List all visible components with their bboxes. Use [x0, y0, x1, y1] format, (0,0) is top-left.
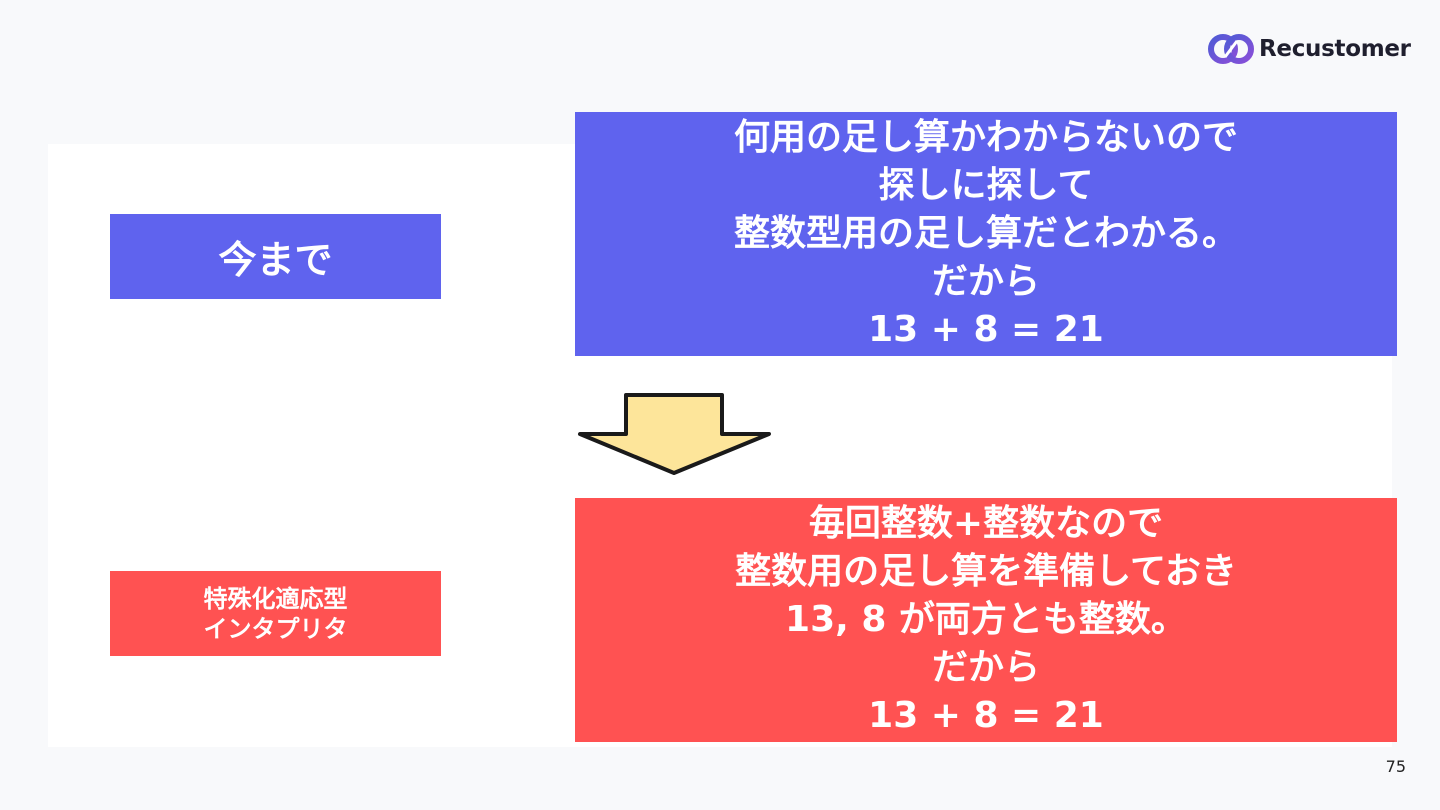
- brand-name: Recustomer: [1259, 36, 1411, 62]
- after-content: 毎回整数+整数なので 整数用の足し算を準備しておき 13, 8 が両方とも整数。…: [575, 498, 1397, 742]
- brand-logo: Recustomer: [1206, 30, 1411, 68]
- page-number: 75: [1385, 757, 1406, 776]
- before-content: 何用の足し算かわからないので 探しに探して 整数型用の足し算だとわかる。 だから…: [575, 112, 1397, 356]
- link-rings-icon: [1208, 34, 1254, 64]
- down-arrow-icon: [578, 393, 771, 475]
- after-label: 特殊化適応型 インタプリタ: [110, 571, 441, 656]
- before-label: 今まで: [110, 214, 441, 299]
